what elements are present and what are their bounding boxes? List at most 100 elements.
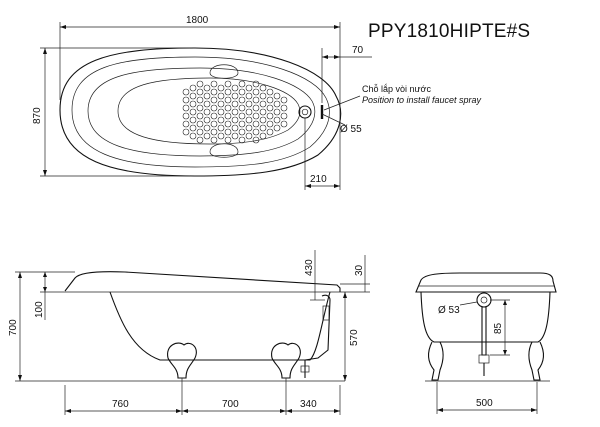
anti-slip-dot: [182, 88, 190, 96]
anti-slip-dot: [224, 128, 232, 136]
end-claw-foot-right: [528, 341, 545, 381]
anti-slip-dot: [238, 88, 246, 96]
dim-base-left-label: 760: [112, 399, 129, 410]
anti-slip-dot: [203, 132, 211, 140]
end-diameter-leader: [459, 301, 478, 306]
anti-slip-dot: [273, 92, 281, 100]
anti-slip-dot: [224, 104, 232, 112]
anti-slip-dot: [210, 80, 218, 88]
anti-slip-dot: [196, 120, 204, 128]
anti-slip-dot: [252, 136, 260, 144]
anti-slip-dot: [231, 116, 239, 124]
anti-slip-dot: [259, 84, 267, 92]
end-overflow-outer: [476, 292, 492, 308]
tub-basin-outline: [87, 67, 316, 157]
anti-slip-dot: [203, 100, 211, 108]
anti-slip-dot: [231, 108, 239, 116]
claw-foot-right: [271, 342, 301, 379]
anti-slip-dot: [210, 96, 218, 104]
anti-slip-dot: [203, 124, 211, 132]
anti-slip-dot: [231, 100, 239, 108]
anti-slip-dot: [238, 104, 246, 112]
end-view: Ø 53 85 500: [415, 272, 557, 414]
anti-slip-dot: [280, 96, 288, 104]
anti-slip-dot: [196, 104, 204, 112]
anti-slip-dot: [210, 120, 218, 128]
anti-slip-dot: [210, 128, 218, 136]
dim-drain-height-label: 570: [349, 329, 360, 346]
overflow-pipe: [304, 294, 331, 361]
anti-slip-dot: [266, 120, 274, 128]
anti-slip-dot: [252, 120, 260, 128]
end-drain-fitting: [478, 354, 490, 364]
side-view: 700 100 30 430 570 760 700 340: [8, 250, 370, 415]
anti-slip-dot: [196, 96, 204, 104]
anti-slip-dot: [189, 100, 197, 108]
dim-length-label: 1800: [186, 15, 209, 26]
drain-outer: [298, 105, 312, 119]
anti-slip-dot: [203, 116, 211, 124]
model-code: PPY1810HIPTE#S: [368, 21, 530, 42]
anti-slip-dot: [182, 128, 190, 136]
anti-slip-dot: [266, 104, 274, 112]
anti-slip-dot: [252, 128, 260, 136]
anti-slip-dot: [217, 132, 225, 140]
faucet-fitting: [322, 305, 330, 321]
anti-slip-dot: [224, 120, 232, 128]
anti-slip-dot: [266, 128, 274, 136]
anti-slip-dot: [280, 120, 288, 128]
anti-slip-dot: [238, 128, 246, 136]
headrest-bottom: [209, 143, 239, 158]
dim-end-base-label: 500: [476, 398, 493, 409]
anti-slip-dot: [252, 104, 260, 112]
anti-slip-dot: [196, 112, 204, 120]
drain-trap: [300, 365, 310, 373]
anti-slip-dot: [252, 112, 260, 120]
dim-rim-top-label: 30: [354, 264, 365, 276]
anti-slip-dot: [203, 84, 211, 92]
claw-foot-left: [167, 342, 197, 379]
anti-slip-dot: [231, 92, 239, 100]
anti-slip-dot: [252, 96, 260, 104]
anti-slip-dot: [238, 136, 246, 144]
anti-slip-dot: [245, 124, 253, 132]
anti-slip-dot: [217, 100, 225, 108]
end-drain-pipe: [481, 307, 487, 356]
dim-total-height-label: 700: [8, 319, 19, 336]
faucet-hole-diameter-label: Ø 55: [340, 124, 362, 135]
anti-slip-dot: [245, 116, 253, 124]
anti-slip-dot: [266, 96, 274, 104]
anti-slip-dot: [182, 112, 190, 120]
dim-width-label: 870: [32, 107, 43, 124]
anti-slip-dot: [238, 80, 246, 88]
annotation-leader-line: [323, 95, 361, 111]
dim-rim-lower-label: 100: [34, 301, 45, 318]
end-drain-diameter-label: Ø 53: [438, 305, 460, 316]
diameter-leader-line: [321, 113, 346, 126]
anti-slip-dot: [224, 80, 232, 88]
top-view: Chỗ lắp vòi nước Position to install fau…: [32, 15, 482, 190]
anti-slip-dot: [224, 88, 232, 96]
anti-slip-dot: [224, 96, 232, 104]
dim-offset-top-label: 70: [352, 45, 364, 56]
anti-slip-dot: [203, 108, 211, 116]
anti-slip-dot: [245, 108, 253, 116]
anti-slip-dot: [280, 104, 288, 112]
anti-slip-dot: [238, 112, 246, 120]
headrest-top: [209, 64, 239, 79]
anti-slip-dot: [266, 112, 274, 120]
drain-inner: [301, 108, 309, 116]
anti-slip-dot-pattern: [182, 80, 288, 144]
anti-slip-dot: [238, 96, 246, 104]
anti-slip-dot: [252, 80, 260, 88]
dim-base-right-label: 340: [300, 399, 317, 410]
anti-slip-dot: [182, 104, 190, 112]
anti-slip-dot: [196, 128, 204, 136]
anti-slip-dot: [217, 116, 225, 124]
anti-slip-dot: [196, 80, 204, 88]
anti-slip-dot: [231, 84, 239, 92]
dim-end-drain-height-label: 85: [493, 322, 504, 334]
anti-slip-dot: [224, 112, 232, 120]
dim-offset-bottom-label: 210: [310, 174, 327, 185]
